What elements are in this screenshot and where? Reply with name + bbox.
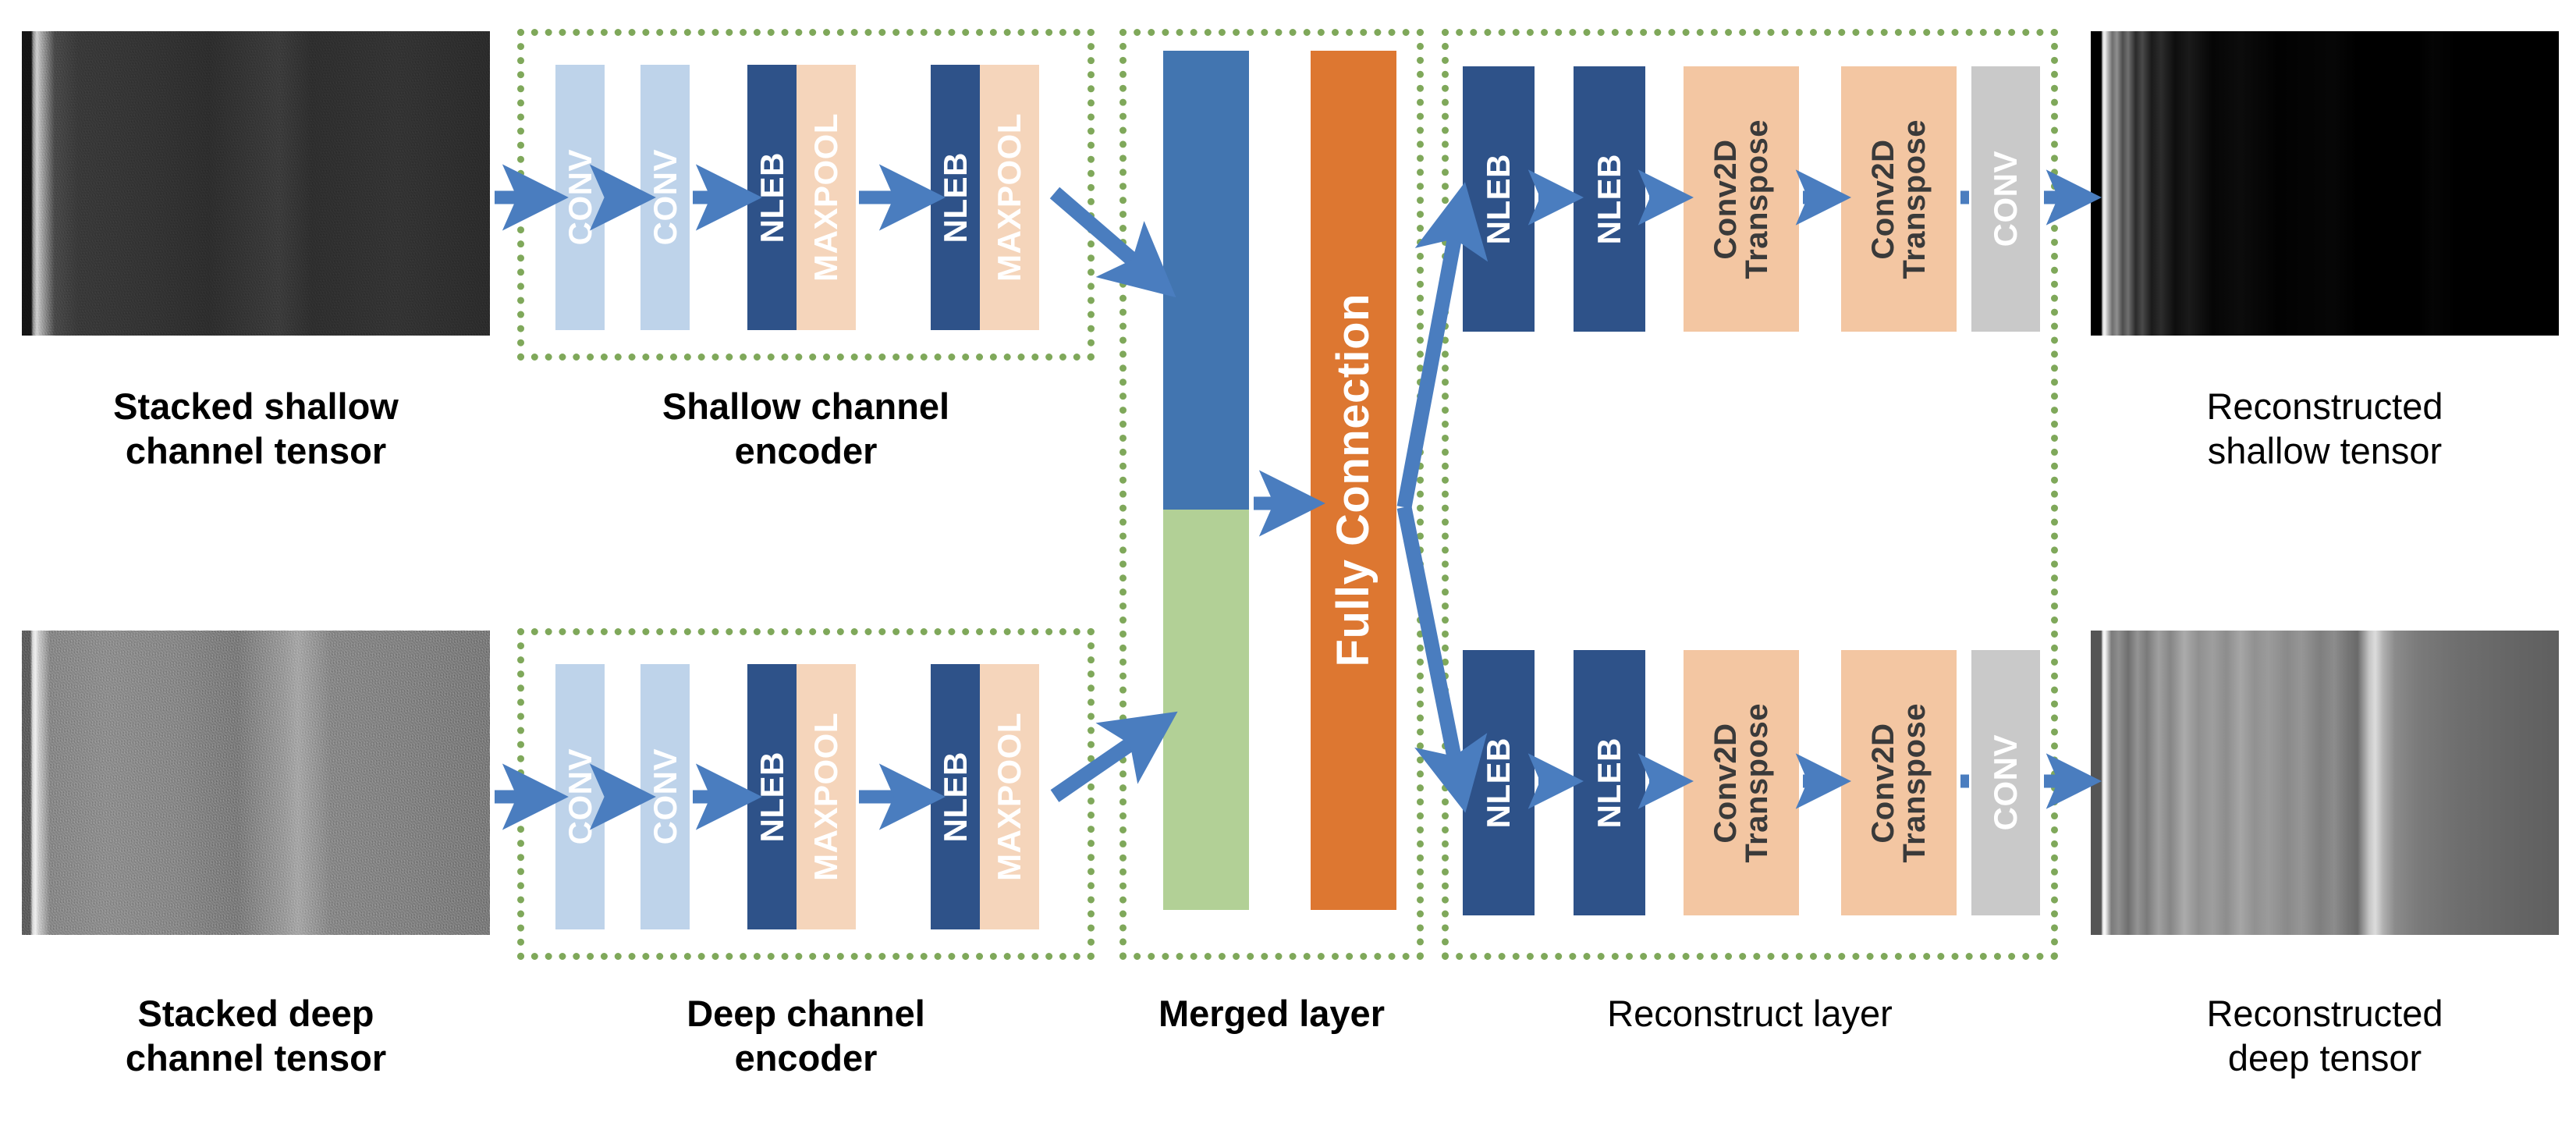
stacked-deep-channel-tensor-image <box>22 631 490 935</box>
block-label: MAXPOOL <box>991 113 1027 282</box>
shallow-decoder-block-nleb-2[interactable]: NLEB <box>1574 66 1645 332</box>
block-label: CONV <box>1987 151 2024 247</box>
block-label: NLEB <box>1480 737 1517 829</box>
stacked-shallow-channel-tensor-caption: Stacked shallow channel tensor <box>113 386 399 472</box>
block-label: CONV <box>561 748 598 845</box>
merged-layer-shallow-segment[interactable] <box>1163 51 1249 510</box>
shallow-encoder-block-conv-2[interactable]: CONV <box>640 65 690 330</box>
deep-encoder-block-conv-2[interactable]: CONV <box>640 664 690 929</box>
shallow-encoder-block-maxpool-2[interactable]: MAXPOOL <box>980 65 1039 330</box>
deep-encoder-block-nleb-1[interactable]: NLEB <box>747 664 797 929</box>
deep-decoder-block-conv[interactable]: CONV <box>1971 650 2040 915</box>
stacked-shallow-channel-tensor-image <box>22 31 490 336</box>
merged-layer-deep-segment[interactable] <box>1163 510 1249 910</box>
deep-decoder-block-conv2d-transpose-2[interactable]: Conv2D Transpose <box>1841 650 1957 915</box>
reconstructed-shallow-tensor-caption: Reconstructed shallow tensor <box>2206 386 2443 472</box>
shallow-encoder-block-maxpool-1[interactable]: MAXPOOL <box>797 65 856 330</box>
shallow-decoder-block-conv2d-transpose-2[interactable]: Conv2D Transpose <box>1841 66 1957 332</box>
block-label: NLEB <box>1591 153 1627 245</box>
shallow-encoder-block-nleb-1[interactable]: NLEB <box>747 65 797 330</box>
fully-connection-block[interactable]: Fully Connection <box>1311 51 1396 910</box>
block-label: MAXPOOL <box>807 712 844 881</box>
shallow-channel-encoder-caption: Shallow channel encoder <box>662 386 950 472</box>
block-label: MAXPOOL <box>807 113 844 282</box>
shallow-decoder-block-nleb-1[interactable]: NLEB <box>1463 66 1535 332</box>
block-label: NLEB <box>936 151 974 243</box>
stacked-deep-channel-tensor-caption: Stacked deep channel tensor <box>125 993 387 1079</box>
block-label: CONV <box>561 149 598 246</box>
block-label: Conv2D Transpose <box>1708 702 1774 863</box>
shallow-decoder-block-conv2d-transpose-1[interactable]: Conv2D Transpose <box>1684 66 1799 332</box>
block-label: NLEB <box>1480 153 1517 245</box>
deep-channel-encoder-caption: Deep channel encoder <box>687 993 925 1079</box>
deep-encoder-block-conv-1[interactable]: CONV <box>555 664 605 929</box>
block-label: NLEB <box>1591 737 1627 829</box>
reconstruct-layer-caption: Reconstruct layer <box>1607 993 1893 1034</box>
reconstructed-deep-tensor-image <box>2091 631 2559 935</box>
deep-decoder-block-conv2d-transpose-1[interactable]: Conv2D Transpose <box>1684 650 1799 915</box>
deep-decoder-block-nleb-2[interactable]: NLEB <box>1574 650 1645 915</box>
block-label: Conv2D Transpose <box>1866 702 1932 863</box>
block-label: NLEB <box>753 751 790 843</box>
shallow-decoder-block-conv[interactable]: CONV <box>1971 66 2040 332</box>
block-label: Conv2D Transpose <box>1866 119 1932 279</box>
block-label: CONV <box>1987 734 2024 831</box>
deep-encoder-block-nleb-2[interactable]: NLEB <box>931 664 980 929</box>
shallow-encoder-block-nleb-2[interactable]: NLEB <box>931 65 980 330</box>
block-label: MAXPOOL <box>991 712 1027 881</box>
deep-encoder-block-maxpool-1[interactable]: MAXPOOL <box>797 664 856 929</box>
deep-decoder-block-nleb-1[interactable]: NLEB <box>1463 650 1535 915</box>
reconstructed-deep-tensor-caption: Reconstructed deep tensor <box>2206 993 2443 1079</box>
fully-connection-label: Fully Connection <box>1328 293 1378 667</box>
block-label: Conv2D Transpose <box>1708 119 1774 279</box>
shallow-encoder-block-conv-1[interactable]: CONV <box>555 65 605 330</box>
block-label: NLEB <box>753 151 790 243</box>
block-label: CONV <box>646 149 683 246</box>
block-label: NLEB <box>936 751 974 843</box>
merged-layer-caption: Merged layer <box>1158 993 1385 1034</box>
block-label: CONV <box>646 748 683 845</box>
deep-encoder-block-maxpool-2[interactable]: MAXPOOL <box>980 664 1039 929</box>
reconstructed-shallow-tensor-image <box>2091 31 2559 336</box>
